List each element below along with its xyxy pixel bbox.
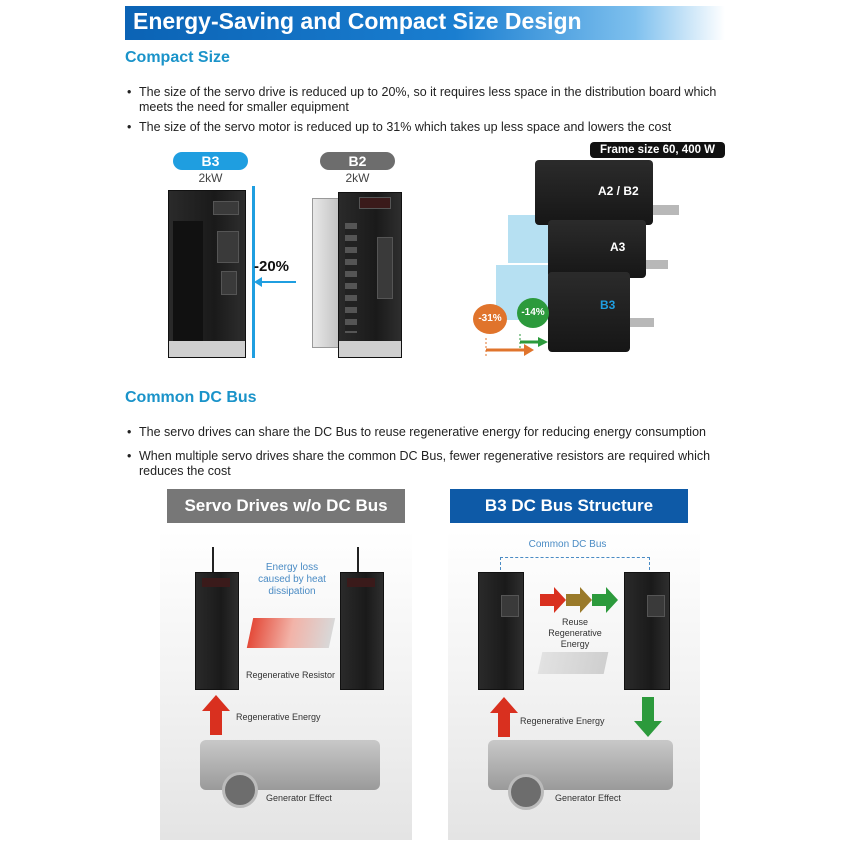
frame-size-tag: Frame size 60, 400 W — [590, 142, 725, 158]
dc-bus-bullets: The servo drives can share the DC Bus to… — [125, 425, 745, 484]
motor-reduction-arrows-icon — [485, 334, 548, 358]
badge-31-percent: -31% — [473, 304, 507, 334]
b3-power: 2kW — [198, 171, 223, 185]
common-dc-bus-heading: Common DC Bus — [125, 389, 257, 406]
motor-b3-label: B3 — [600, 298, 616, 312]
b3-drive-image — [168, 190, 246, 358]
compact-size-heading: Compact Size — [125, 49, 230, 66]
roller-end — [222, 772, 258, 808]
title-banner — [125, 6, 725, 40]
motor-shaft — [653, 205, 679, 215]
motor-shaft — [630, 318, 654, 327]
without-dc-bus-header: Servo Drives w/o DC Bus — [167, 489, 405, 523]
bullet-item: When multiple servo drives share the com… — [125, 449, 745, 479]
generator-effect-text: Generator Effect — [555, 793, 621, 803]
roller-end — [508, 774, 544, 810]
generator-effect-text: Generator Effect — [266, 793, 332, 803]
motor-a2b2-image — [535, 160, 653, 225]
b2-drive-image — [338, 192, 402, 358]
page-title: Energy-Saving and Compact Size Design — [133, 8, 582, 34]
motor-shaft — [646, 260, 668, 269]
servo-drive-image — [478, 572, 524, 690]
bullet-item: The size of the servo drive is reduced u… — [125, 85, 725, 115]
down-arrow-icon — [634, 697, 662, 737]
energy-transfer-arrows-icon — [540, 587, 618, 613]
energy-loss-text: Energy loss caused by heat dissipation — [258, 562, 326, 597]
badge-14-percent: -14% — [517, 298, 549, 328]
b2-label-pill: B2 — [320, 152, 395, 170]
bullet-item: The size of the servo motor is reduced u… — [125, 120, 725, 135]
common-dc-bus-text: Common DC Bus — [528, 539, 607, 550]
regenerative-resistor-image — [537, 652, 609, 674]
b3-dc-bus-header: B3 DC Bus Structure — [450, 489, 688, 523]
cable — [357, 547, 359, 575]
compact-size-bullets: The size of the servo drive is reduced u… — [125, 85, 725, 140]
common-dc-bus-line — [500, 557, 650, 570]
bullet-item: The servo drives can share the DC Bus to… — [125, 425, 745, 440]
servo-drive-image — [195, 572, 239, 690]
regenerative-resistor-image — [246, 618, 336, 648]
motor-a2b2-label: A2 / B2 — [598, 184, 639, 198]
regenerative-energy-text: Regenerative Energy — [236, 712, 321, 722]
regenerative-resistor-text: Regenerative Resistor — [246, 670, 336, 680]
b3-width-marker — [167, 186, 255, 358]
servo-drive-image — [340, 572, 384, 690]
b3-label-pill: B3 — [173, 152, 248, 170]
motor-a3-label: A3 — [610, 240, 626, 254]
motor-a3-image — [548, 220, 646, 278]
regenerative-energy-text: Regenerative Energy — [520, 716, 605, 726]
servo-drive-image — [624, 572, 670, 690]
cable — [212, 547, 214, 575]
up-arrow-icon — [490, 697, 518, 737]
reuse-energy-text: Reuse Regenerative Energy — [548, 617, 602, 649]
motor-b3-image — [548, 272, 630, 352]
reduction-arrow-icon — [254, 277, 296, 287]
drive-reduction-label: -20% — [254, 258, 290, 275]
up-arrow-icon — [202, 695, 230, 735]
b2-power: 2kW — [345, 171, 370, 185]
